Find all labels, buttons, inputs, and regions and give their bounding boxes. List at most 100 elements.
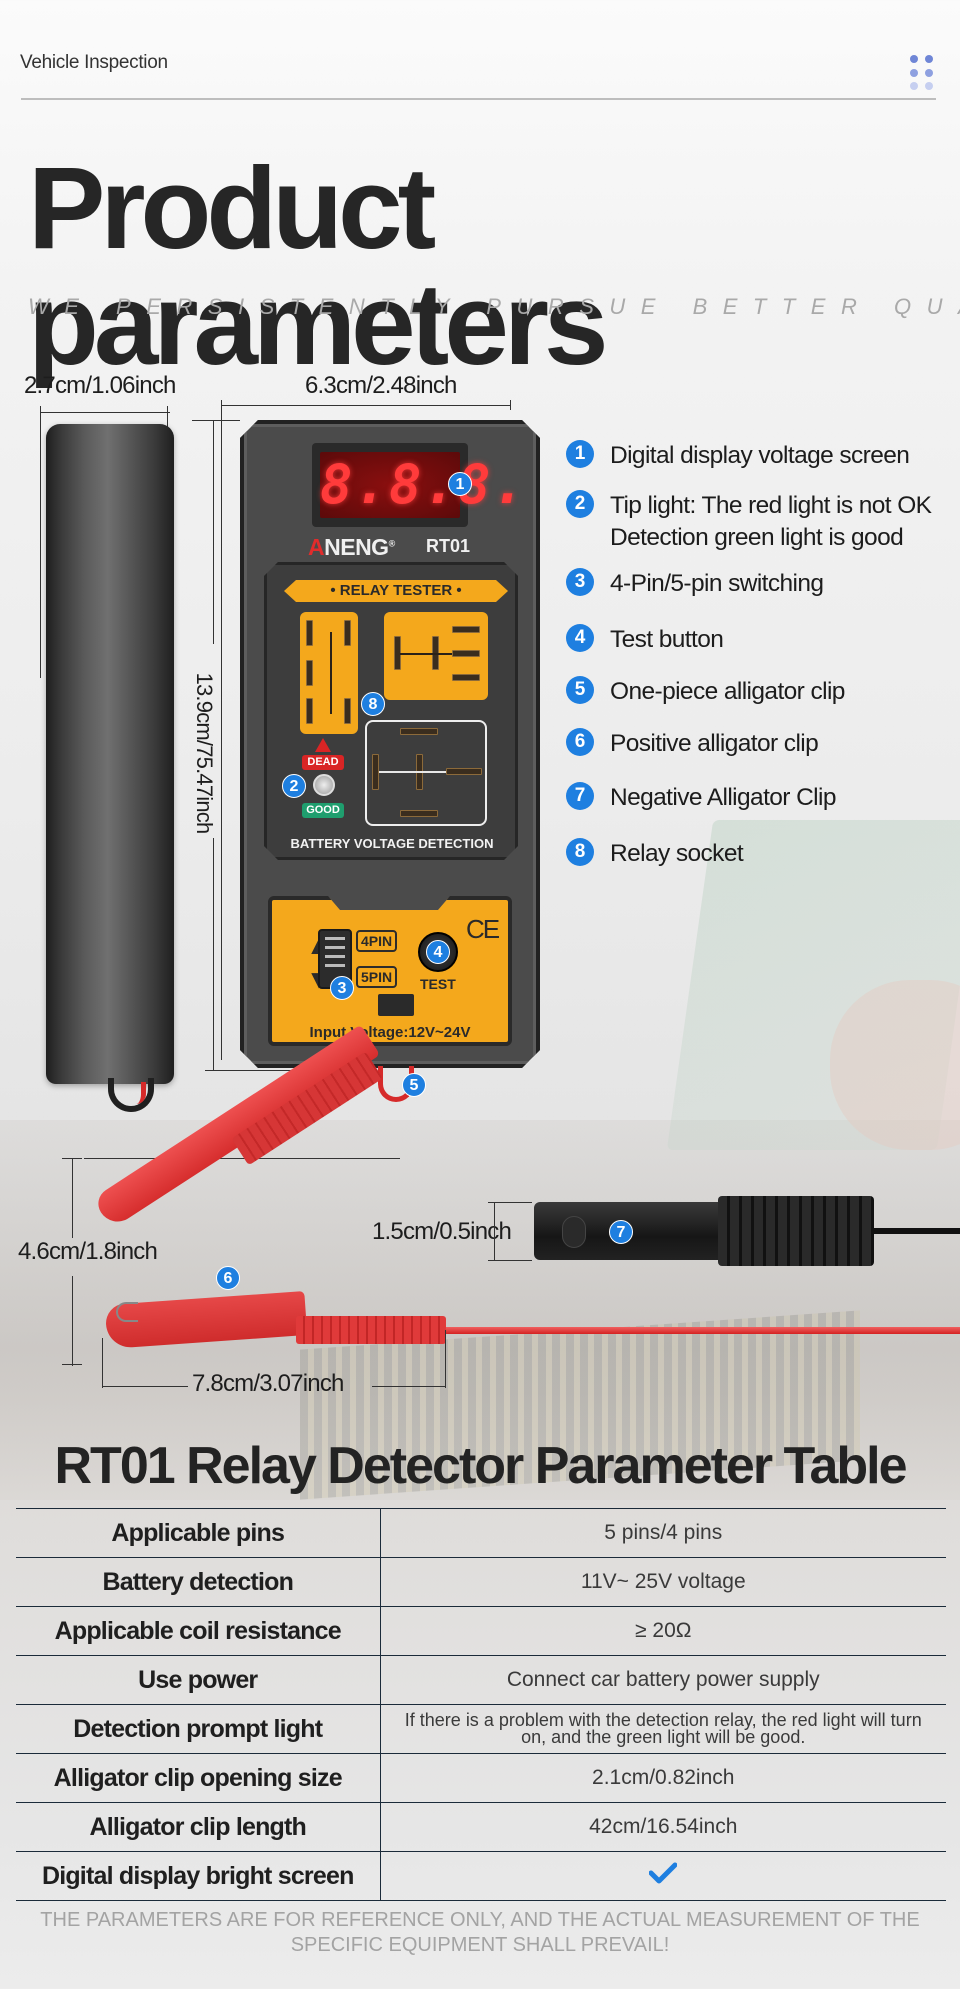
- callout-badge-1: 1: [448, 472, 472, 496]
- feature-text: Negative Alligator Clip: [610, 784, 836, 811]
- socket-pin: [400, 728, 438, 735]
- dim-line: [40, 406, 41, 678]
- header-divider: [21, 98, 936, 100]
- hero-tagline: WE PERSISTENTLY PURSUE BETTER QUALITY: [28, 294, 960, 319]
- feature-text: One-piece alligator clip: [610, 678, 845, 705]
- feature-text: Digital display voltage screen: [610, 442, 910, 469]
- table-row: Alligator clip length 42cm/16.54inch: [16, 1802, 946, 1852]
- socket-pin: [452, 650, 480, 657]
- relay-tester-banner: • RELAY TESTER •: [284, 580, 508, 602]
- table-row: Alligator clip opening size 2.1cm/0.82in…: [16, 1753, 946, 1803]
- param-value-check: [380, 1851, 946, 1901]
- dim-line: [72, 1276, 73, 1366]
- feature-text: Test button: [610, 626, 724, 653]
- brand-logo-rest: NENG: [324, 534, 389, 560]
- param-key: Detection prompt light: [16, 1704, 381, 1754]
- feature-item: 3 4-Pin/5-pin switching: [566, 568, 824, 600]
- negative-clip-grip: [718, 1196, 874, 1266]
- hero-title: Product parameters: [28, 143, 608, 389]
- dim-line: [102, 1386, 188, 1387]
- dim-clip-length: 7.8cm/3.07inch: [192, 1370, 344, 1397]
- dim-line: [213, 420, 214, 644]
- page-header-title: Vehicle Inspection: [20, 52, 168, 73]
- socket-pin: [344, 620, 351, 646]
- socket-wire: [330, 632, 332, 714]
- table-row: Battery detection 11V~ 25V voltage: [16, 1557, 946, 1607]
- callout-badge-6: 6: [216, 1266, 240, 1290]
- feature-number-1: 1: [566, 440, 594, 468]
- feature-number-5: 5: [566, 676, 594, 704]
- brand-logo-a: A: [308, 534, 325, 560]
- model-label: RT01: [426, 536, 471, 556]
- brand-logo: ANENG®: [308, 534, 395, 561]
- dim-clip-height: 4.6cm/1.8inch: [18, 1238, 158, 1265]
- param-key: Alligator clip opening size: [16, 1753, 381, 1803]
- socket-pin: [372, 754, 379, 790]
- dim-height: 13.9cm/75.47inch: [192, 672, 217, 834]
- param-value: 2.1cm/0.82inch: [380, 1753, 946, 1803]
- grid-dots-icon[interactable]: [910, 55, 936, 91]
- callout-badge-2: 2: [282, 774, 306, 798]
- feature-text: Tip light: The red light is not OK: [610, 492, 932, 519]
- clip-jaw: [116, 1302, 138, 1322]
- feature-item: 8 Relay socket: [566, 838, 744, 870]
- dead-indicator: DEAD: [302, 755, 344, 770]
- dim-line: [72, 1158, 73, 1238]
- side-cable-red: [132, 1082, 146, 1104]
- socket-wire: [379, 771, 446, 773]
- 5pin-label: 5PIN: [356, 966, 398, 988]
- negative-clip-button: [562, 1216, 586, 1248]
- socket-pin: [306, 698, 313, 724]
- dim-line: [62, 1158, 82, 1159]
- battery-icon: [378, 994, 414, 1016]
- feature-number-7: 7: [566, 782, 594, 810]
- table-row: Use power Connect car battery power supp…: [16, 1655, 946, 1705]
- positive-clip-grip: [296, 1316, 446, 1344]
- dim-line: [62, 1364, 82, 1365]
- dim-side-width: 2.7cm/1.06inch: [24, 372, 176, 399]
- disclaimer: THE PARAMETERS ARE FOR REFERENCE ONLY, A…: [40, 1909, 920, 1956]
- dim-line: [445, 1330, 446, 1388]
- test-label: TEST: [420, 976, 456, 992]
- socket-pin: [306, 660, 313, 686]
- feature-item: 6 Positive alligator clip: [566, 728, 819, 760]
- dim-line: [488, 1202, 532, 1203]
- check-icon: [649, 1862, 678, 1884]
- dim-line: [84, 1158, 400, 1159]
- callout-badge-8: 8: [361, 692, 385, 716]
- feature-item: 1 Digital display voltage screen: [566, 440, 910, 472]
- dim-front-width: 6.3cm/2.48inch: [305, 372, 457, 399]
- param-key: Applicable pins: [16, 1508, 381, 1558]
- param-key: Digital display bright screen: [16, 1851, 381, 1901]
- callout-badge-3: 3: [330, 976, 354, 1000]
- param-value: ≥ 20Ω: [380, 1606, 946, 1656]
- param-key: Applicable coil resistance: [16, 1606, 381, 1656]
- socket-wire: [400, 653, 452, 655]
- feature-number-6: 6: [566, 728, 594, 756]
- callout-badge-4: 4: [426, 940, 450, 964]
- feature-text-line2: Detection green light is good: [610, 524, 904, 551]
- feature-item: 2 Tip light: The red light is not OK Det…: [566, 490, 932, 554]
- callout-badge-7: 7: [609, 1220, 633, 1244]
- good-indicator: GOOD: [302, 803, 344, 818]
- control-panel: [268, 896, 512, 1046]
- digital-display: 8.8.8.: [320, 452, 528, 518]
- feature-text: Positive alligator clip: [610, 730, 819, 757]
- input-voltage-label: Input Voltage:12V~24V: [309, 1024, 471, 1041]
- 4pin-label: 4PIN: [356, 930, 398, 952]
- param-key: Alligator clip length: [16, 1802, 381, 1852]
- feature-item: 4 Test button: [566, 624, 724, 656]
- feature-number-4: 4: [566, 624, 594, 652]
- dim-line: [372, 1386, 446, 1387]
- feature-text: Relay socket: [610, 840, 744, 867]
- black-wire: [874, 1228, 960, 1234]
- red-wire: [446, 1327, 960, 1334]
- dim-line: [494, 1202, 495, 1260]
- parameter-table-title: RT01 Relay Detector Parameter Table: [54, 1437, 908, 1495]
- param-value: 11V~ 25V voltage: [380, 1557, 946, 1607]
- feature-text-block: Tip light: The red light is not OK Detec…: [610, 490, 932, 554]
- dim-line: [221, 400, 222, 1060]
- dim-line: [510, 400, 511, 410]
- param-key: Battery detection: [16, 1557, 381, 1607]
- feature-number-2: 2: [566, 490, 594, 518]
